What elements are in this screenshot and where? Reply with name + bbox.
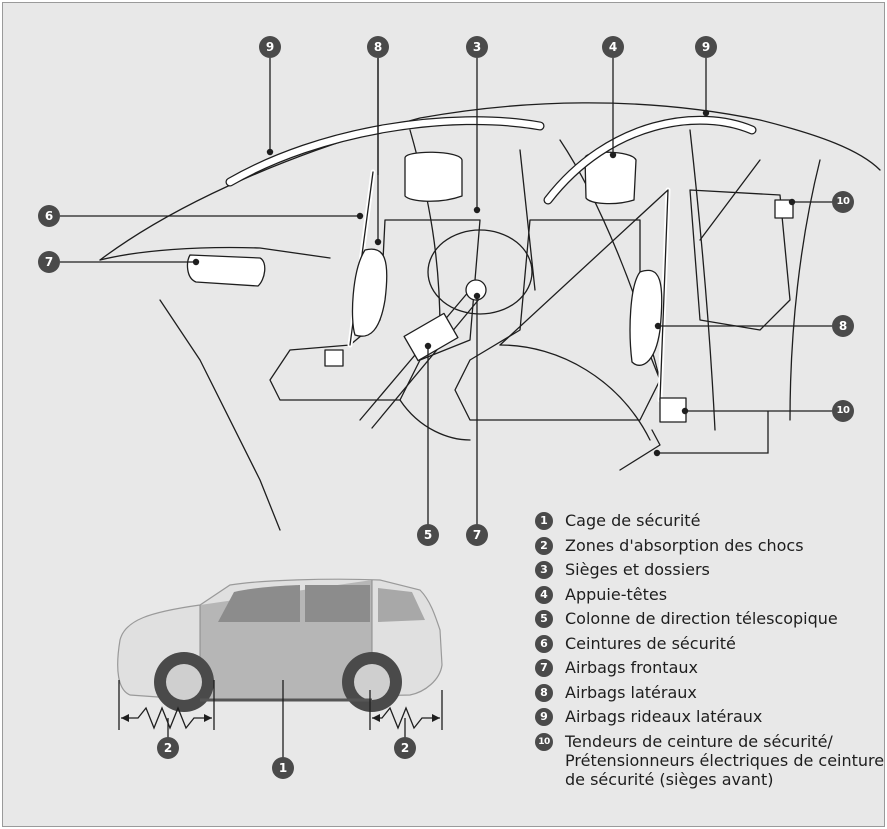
floor-line	[399, 399, 471, 441]
frontal-airbag-dash	[186, 254, 266, 287]
legend-label: Zones d'absorption des chocs	[565, 535, 804, 555]
callout-3: 3	[466, 36, 488, 58]
legend-label: Cage de sécurité	[565, 511, 701, 530]
rear-pretensioner	[774, 199, 794, 219]
legend-number: 1	[535, 512, 553, 530]
center-belt	[519, 149, 536, 291]
callout-7-left: 7	[38, 251, 60, 273]
callout-6: 6	[38, 205, 60, 227]
rear-belt	[699, 159, 761, 241]
callout-5: 5	[417, 524, 439, 546]
legend-item-5: 5 Colonne de direction télescopique	[535, 609, 885, 628]
driver-side-airbag	[351, 248, 388, 337]
zone-front-bounds	[118, 680, 215, 730]
legend-item-1: 1 Cage de sécurité	[535, 511, 885, 530]
zone-front-spring	[121, 706, 212, 730]
legend-number: 10	[535, 732, 553, 751]
legend-label: Appuie-têtes	[565, 584, 668, 604]
callout-9-left: 9	[259, 36, 281, 58]
legend-number: 2	[535, 536, 553, 555]
legend-number: 5	[535, 610, 553, 628]
legend-label: Ceintures de sécurité	[565, 633, 736, 653]
rear-seat	[689, 189, 791, 331]
dashboard-line	[99, 246, 331, 261]
curtain-airbag-right	[544, 117, 756, 204]
column-block	[403, 312, 459, 362]
roof-line	[99, 102, 881, 261]
door-edge	[159, 299, 281, 531]
legend-item-4: 4 Appuie-têtes	[535, 585, 885, 604]
c-pillar	[689, 129, 716, 431]
passenger-lap-belt	[499, 344, 651, 441]
callout-8-right: 8	[832, 315, 854, 337]
legend-number: 9	[535, 708, 553, 726]
callout-2-rear: 2	[394, 737, 416, 759]
callout-4: 4	[602, 36, 624, 58]
legend-item-8: 8 Airbags latéraux	[535, 683, 885, 702]
legend: 1 Cage de sécurité 2 Zones d'absorption de…	[535, 511, 885, 794]
suv-side-view	[117, 578, 443, 712]
callout-9-right: 9	[695, 36, 717, 58]
passenger-pretensioner	[659, 397, 687, 423]
callout-10-bottom: 10	[832, 400, 854, 422]
callout-10-top: 10	[832, 191, 854, 213]
buckle-pretensioner	[619, 429, 661, 471]
legend-label: Colonne de direction télescopique	[565, 609, 838, 628]
zone-rear-spring	[372, 706, 440, 730]
legend-item-3: 3 Sièges et dossiers	[535, 560, 885, 579]
legend-label: Tendeurs de ceinture de sécurité/ Préten…	[565, 731, 885, 789]
curtain-airbag-left	[226, 117, 544, 186]
passenger-side-airbag	[629, 269, 663, 366]
legend-number: 7	[535, 659, 553, 677]
driver-pretensioner	[324, 349, 344, 367]
legend-number: 8	[535, 683, 553, 702]
legend-label: Airbags rideaux latéraux	[565, 707, 763, 726]
rear-pillar	[789, 159, 821, 421]
legend-label: Sièges et dossiers	[565, 560, 710, 579]
legend-item-2: 2 Zones d'absorption des chocs	[535, 536, 885, 555]
callout-2-front: 2	[157, 737, 179, 759]
legend-number: 6	[535, 634, 553, 653]
passenger-seat	[454, 219, 661, 421]
frontal-airbag-wheel	[465, 279, 487, 301]
curtain-airbag-right-outline	[543, 115, 757, 205]
callout-8-top: 8	[367, 36, 389, 58]
callout-7-bottom: 7	[466, 524, 488, 546]
legend-number: 3	[535, 561, 553, 579]
legend-number: 4	[535, 585, 553, 604]
callout-1: 1	[272, 757, 294, 779]
legend-item-6: 6 Ceintures de sécurité	[535, 634, 885, 653]
legend-label: Airbags latéraux	[565, 682, 697, 702]
driver-headrest	[404, 151, 463, 202]
legend-label: Airbags frontaux	[565, 658, 698, 677]
zone-rear-bounds	[369, 690, 443, 730]
legend-item-7: 7 Airbags frontaux	[535, 658, 885, 677]
legend-item-9: 9 Airbags rideaux latéraux	[535, 707, 885, 726]
leader-10b	[657, 410, 832, 454]
legend-item-10: 10 Tendeurs de ceinture de sécurité/ Prét…	[535, 732, 885, 789]
passenger-belt	[499, 189, 669, 401]
steering-wheel	[427, 229, 533, 315]
